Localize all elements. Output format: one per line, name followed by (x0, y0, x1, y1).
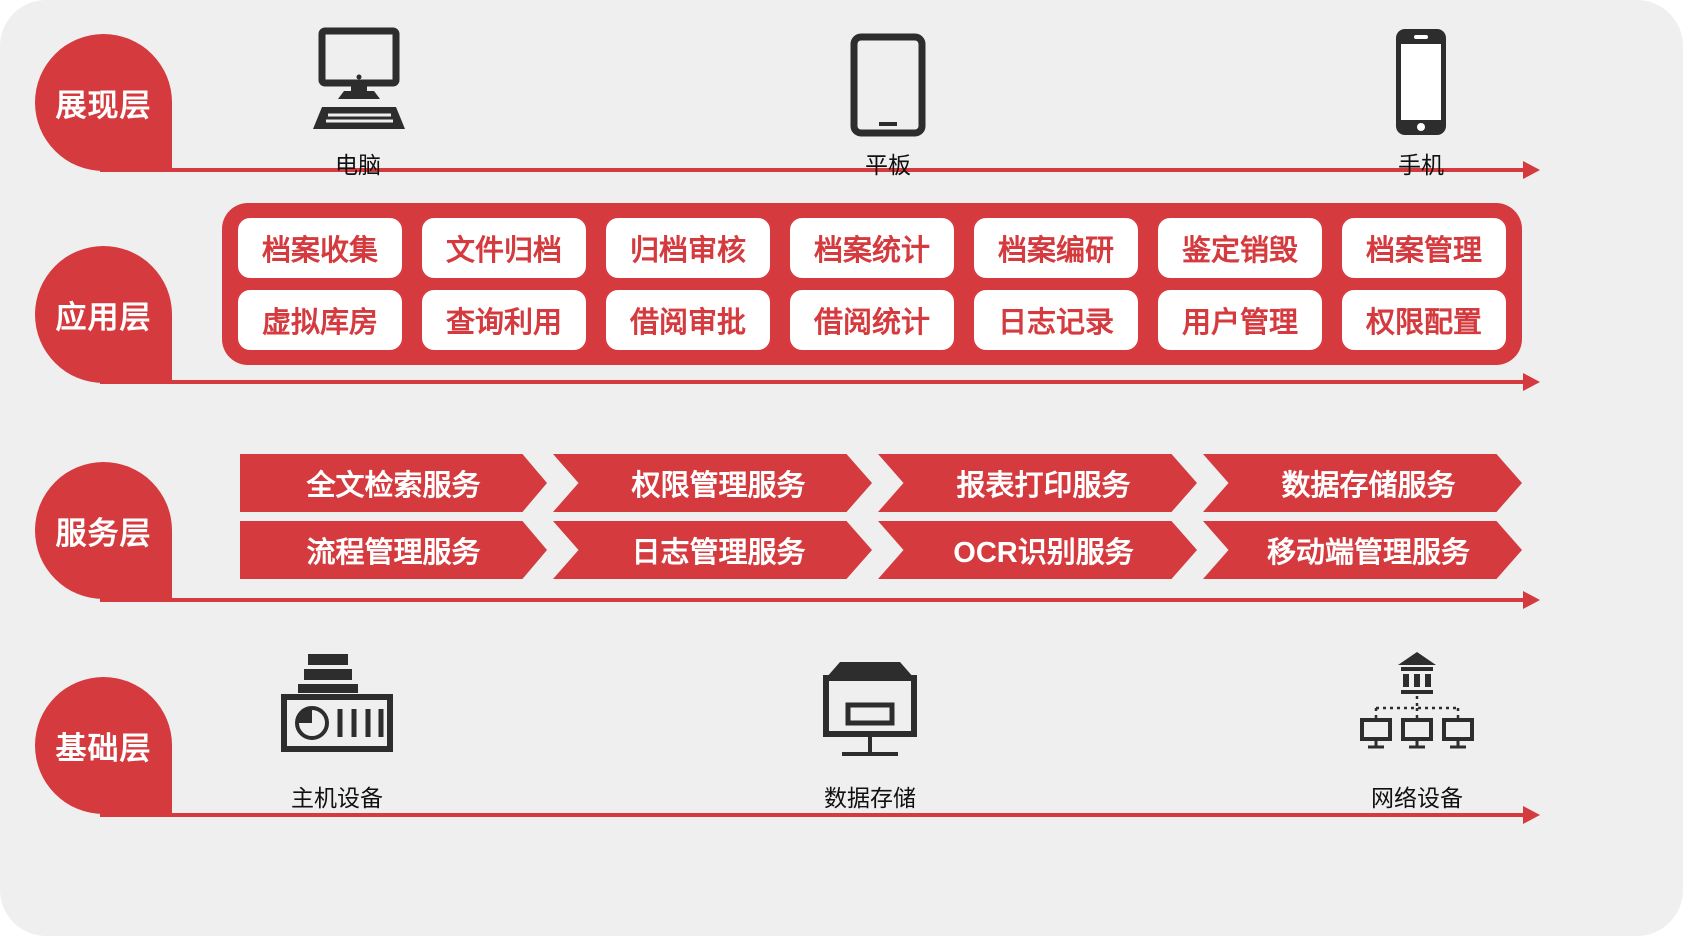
device-label: 主机设备 (291, 785, 383, 811)
service-row-1: 全文检索服务 权限管理服务 报表打印服务 数据存储服务 (240, 454, 1522, 512)
app-module: 文件归档 (422, 218, 586, 278)
app-module: 日志记录 (974, 290, 1138, 350)
infrastructure-layer-arrow (100, 806, 1540, 824)
device-label: 数据存储 (824, 785, 916, 811)
service-layer-arrow (100, 591, 1540, 609)
app-module: 档案管理 (1342, 218, 1506, 278)
app-module: 档案编研 (974, 218, 1138, 278)
app-module: 借阅审批 (606, 290, 770, 350)
desktop-icon (302, 25, 414, 137)
service-row-2: 流程管理服务 日志管理服务 OCR识别服务 移动端管理服务 (240, 521, 1522, 579)
device-storage: 数据存储 (805, 648, 935, 813)
app-module: 权限配置 (1342, 290, 1506, 350)
phone-icon (1392, 25, 1450, 137)
app-module: 用户管理 (1158, 290, 1322, 350)
app-module: 借阅统计 (790, 290, 954, 350)
application-layer-label: 应用层 (55, 300, 152, 335)
server-icon (278, 648, 396, 770)
device-host: 主机设备 (272, 648, 402, 813)
device-tablet: 平板 (823, 25, 953, 180)
app-module: 归档审核 (606, 218, 770, 278)
application-layer-badge: 应用层 (35, 246, 172, 383)
presentation-layer-badge: 展现层 (35, 34, 172, 171)
service-banner: 流程管理服务 (240, 521, 547, 579)
service-banner: 权限管理服务 (553, 454, 872, 512)
device-label: 网络设备 (1371, 785, 1463, 811)
service-layer-label: 服务层 (55, 516, 152, 551)
device-label: 平板 (865, 152, 911, 178)
presentation-layer-label: 展现层 (55, 88, 152, 123)
device-phone: 手机 (1356, 25, 1486, 180)
app-module: 档案统计 (790, 218, 954, 278)
app-module: 鉴定销毁 (1158, 218, 1322, 278)
app-module: 查询利用 (422, 290, 586, 350)
app-module: 虚拟库房 (238, 290, 402, 350)
application-layer-arrow (100, 373, 1540, 391)
service-banner: 报表打印服务 (878, 454, 1197, 512)
service-banner: 移动端管理服务 (1203, 521, 1522, 579)
service-layer-badge: 服务层 (35, 462, 172, 599)
device-network: 网络设备 (1352, 648, 1482, 813)
infrastructure-layer-label: 基础层 (55, 731, 152, 766)
presentation-layer-arrow (100, 161, 1540, 179)
application-row-1: 档案收集 文件归档 归档审核 档案统计 档案编研 鉴定销毁 档案管理 (238, 218, 1506, 278)
application-row-2: 虚拟库房 查询利用 借阅审批 借阅统计 日志记录 用户管理 权限配置 (238, 290, 1506, 350)
network-icon (1356, 648, 1478, 770)
device-label: 电脑 (335, 152, 381, 178)
service-banner: 全文检索服务 (240, 454, 547, 512)
infrastructure-layer-badge: 基础层 (35, 677, 172, 814)
app-module: 档案收集 (238, 218, 402, 278)
application-modules-panel: 档案收集 文件归档 归档审核 档案统计 档案编研 鉴定销毁 档案管理 虚拟库房 … (222, 203, 1522, 365)
storage-icon (816, 648, 924, 770)
device-computer: 电脑 (293, 25, 423, 180)
tablet-icon (849, 25, 927, 137)
device-label: 手机 (1398, 152, 1444, 178)
service-banner: 日志管理服务 (553, 521, 872, 579)
service-banner: OCR识别服务 (878, 521, 1197, 579)
service-banner: 数据存储服务 (1203, 454, 1522, 512)
